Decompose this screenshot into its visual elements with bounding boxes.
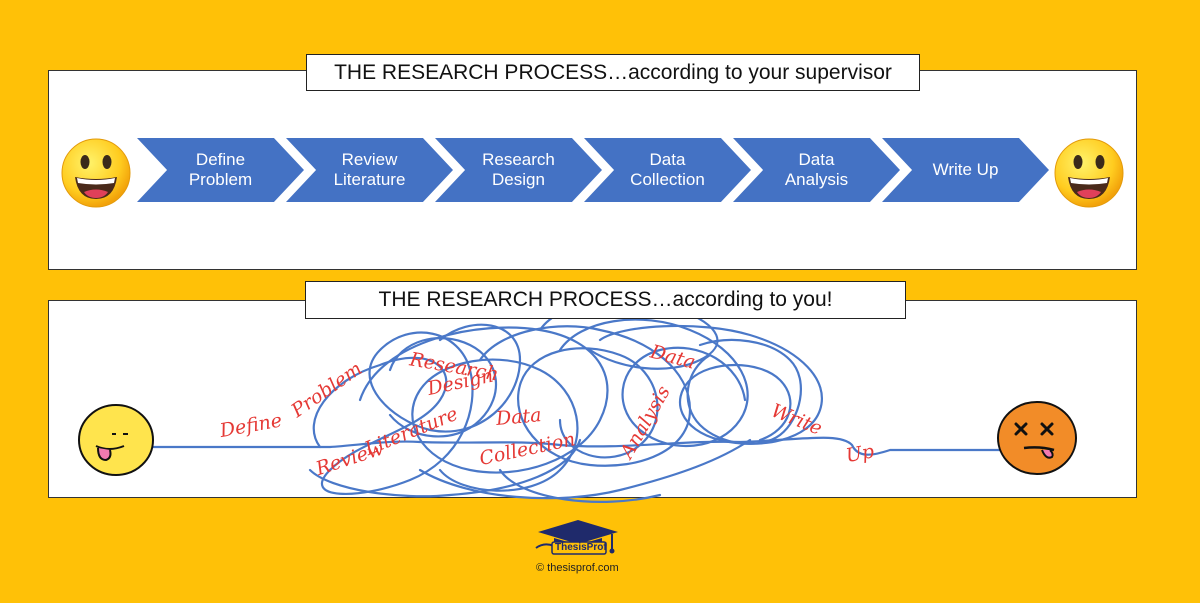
- step-label: Write Up: [932, 160, 999, 179]
- happy-face-icon: [1054, 138, 1124, 208]
- step-label: Research Design: [482, 150, 555, 189]
- messy-label-data-1: Data: [495, 404, 543, 430]
- step-label: Define Problem: [188, 150, 253, 189]
- supervisor-title: THE RESEARCH PROCESS…according to your s…: [306, 54, 920, 91]
- tongue-face-icon: [78, 404, 154, 476]
- happy-face-icon: [61, 138, 131, 208]
- step-label: Review Literature: [333, 150, 406, 189]
- copyright: © thesisprof.com: [536, 562, 619, 574]
- student-title: THE RESEARCH PROCESS…according to you!: [305, 281, 906, 319]
- step-define-problem: Define Problem: [137, 138, 304, 202]
- logo-name: ThesisProf: [555, 542, 607, 553]
- graduation-cap-icon: [535, 520, 618, 555]
- step-label: Data Analysis: [784, 150, 849, 189]
- step-label: Data Collection: [630, 150, 705, 189]
- dizzy-face-icon: [997, 401, 1077, 475]
